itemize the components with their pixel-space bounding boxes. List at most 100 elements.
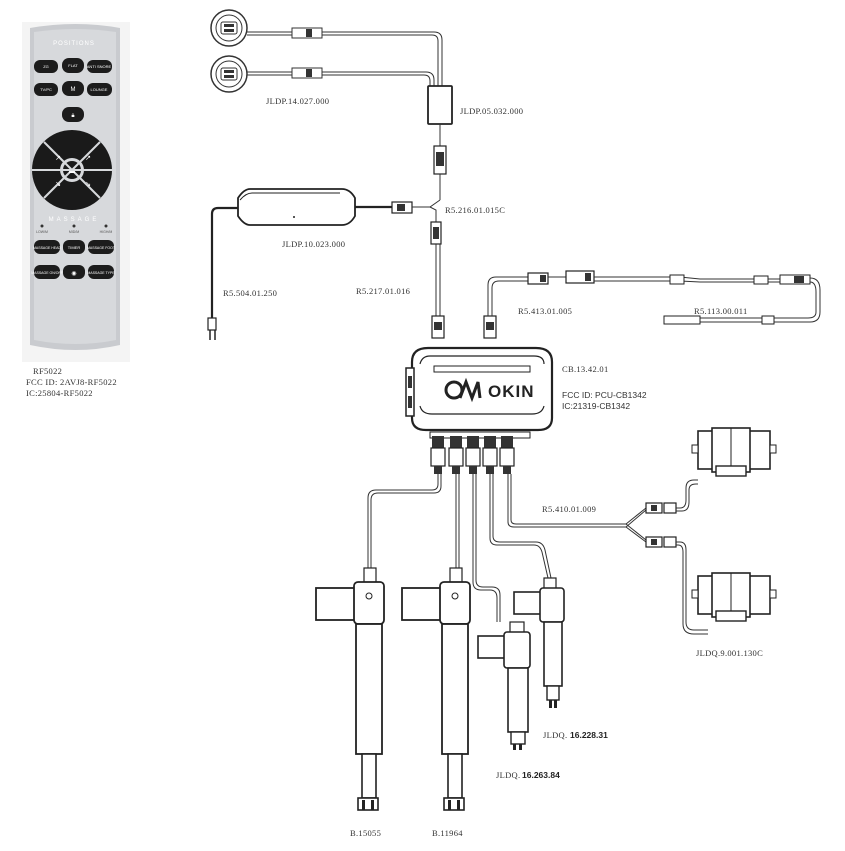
massage-lead-2 [676, 541, 708, 631]
remote-zero-g-button[interactable]: ZG [34, 60, 58, 73]
big-actuator-1 [315, 567, 385, 811]
control-box [405, 346, 554, 432]
remote-model-caption: RF5022 [33, 366, 62, 376]
massage-motor-top [691, 427, 777, 477]
usb-socket-top [210, 9, 248, 47]
flat-label: FLAT [68, 63, 78, 68]
power-supply-label: JLDP.10.023.000 [282, 239, 345, 249]
massage-motor-bottom [691, 572, 777, 622]
junction-part-label: JLDP.05.032.000 [460, 106, 523, 116]
head-down-icon: ↘ [55, 181, 61, 188]
massage-onoff-button[interactable]: MASSAGE ON/OFF [31, 265, 63, 279]
mid-led [72, 224, 76, 228]
ext-connector-1 [527, 272, 549, 285]
massage-bed-button[interactable]: ◉ [63, 265, 85, 279]
ext-end-2 [663, 315, 701, 325]
timer-button[interactable]: TIMER [63, 240, 85, 254]
main-cable-label: R5.217.01.016 [356, 286, 410, 296]
power-supply-unit [237, 188, 356, 226]
massage-type-button[interactable]: MASSAGE TYPE [87, 265, 115, 279]
massage-onoff-label: MASSAGE ON/OFF [31, 271, 63, 275]
flat-center-button[interactable]: ▬ [69, 169, 75, 175]
ext-cable-1 [487, 276, 528, 316]
foot-down-icon: ↘ [85, 181, 91, 188]
ext-cable-2 [594, 276, 780, 280]
actuator-a-label-suffix: 16.228.31 [570, 730, 608, 740]
head-up-icon: ↗ [55, 155, 61, 162]
okin-logo: OKIN [444, 377, 534, 403]
zero-g-label: ZG [43, 64, 49, 69]
splitter-label: R5.216.01.015C [445, 205, 505, 215]
ext-cable-2-label: R5.113.00.011 [694, 306, 748, 316]
usb-part-label: JLDP.14.027.000 [266, 96, 329, 106]
big-actuator-2-label: B.11964 [432, 828, 463, 838]
power-plug [207, 317, 217, 331]
high-led [104, 224, 108, 228]
remote-memory-button[interactable]: M [62, 81, 84, 96]
ext-loop [700, 277, 821, 323]
actuator-a-label-prefix: JLDQ. [543, 730, 567, 740]
anti-snore-label: ANTI SNORE [87, 64, 112, 69]
small-actuator-b [477, 621, 531, 750]
control-ic-label: IC:21319-CB1342 [562, 401, 630, 411]
remote-lounge-button[interactable]: LOUNGE [87, 83, 112, 96]
ext-cable-2b [594, 280, 780, 283]
cable-to-massage-1 [507, 474, 647, 528]
massage-lead-1 [676, 479, 698, 509]
cable-to-actuator-3b [475, 474, 501, 622]
cable-to-actuator-4 [489, 474, 549, 579]
timer-label: TIMER [68, 245, 81, 250]
low-led [40, 224, 44, 228]
ext-loop-b [700, 281, 817, 319]
remote-title: POSITIONS [53, 41, 95, 47]
cable-to-actuator-4b [492, 474, 552, 579]
low-label: LOW/M [36, 230, 48, 234]
massage-head-label: MASSAGE HEAD [33, 246, 61, 250]
foot-up-icon: ↗ [85, 155, 91, 162]
head-up-button[interactable]: ↗ [55, 155, 61, 162]
bed-massage-icon: ◉ [71, 271, 76, 277]
cable-to-actuator-1 [367, 474, 439, 568]
cable-to-actuator-1b [370, 474, 442, 568]
big-actuator-2 [401, 567, 471, 811]
ext-joint-2 [753, 275, 769, 285]
big-actuator-1-label: B.15055 [350, 828, 381, 838]
actuator-b-label-suffix: 16.263.84 [522, 770, 560, 780]
remote-direction-pad [32, 130, 112, 210]
control-bottom-ports [429, 431, 531, 474]
lock-icon: 🔒︎ [71, 113, 74, 119]
foot-up-button[interactable]: ↗ [85, 155, 91, 162]
remote-tv-pc-button[interactable]: TV/PC [34, 83, 58, 96]
ext-cable-1-label: R5.413.01.005 [518, 306, 572, 316]
ext-cable-1b [491, 280, 528, 316]
cable-to-massage-2 [625, 526, 647, 543]
bed-icon: ▬ [69, 169, 75, 175]
control-box-label: CB.13.42.01 [562, 364, 609, 374]
remote-flat-button[interactable]: FLAT [62, 58, 84, 73]
remote-fcc-caption: FCC ID: 2AVJ8-RF5022 [26, 377, 117, 387]
massage-foot-label: MASSAGE FOOT [87, 246, 116, 250]
tv-pc-label: TV/PC [40, 87, 52, 92]
usb-cable-1b [247, 34, 439, 88]
remote-anti-snore-button[interactable]: ANTI SNORE [87, 60, 112, 73]
massage-foot-button[interactable]: MASSAGE FOOT [87, 240, 116, 254]
head-down-button[interactable]: ↘ [55, 181, 61, 188]
actuator-b-label-prefix: JLDQ. [496, 770, 520, 780]
foot-down-button[interactable]: ↘ [85, 181, 91, 188]
splitter-link [412, 199, 441, 208]
cable-to-massage-1b [510, 474, 647, 525]
remote-light-button[interactable]: 🔒︎ [62, 107, 84, 122]
junction-box [427, 85, 453, 125]
mid-label: MID/M [69, 230, 79, 234]
control-fcc-label: FCC ID: PCU-CB1342 [562, 390, 647, 400]
usb-cable-2 [247, 71, 435, 88]
motor-cable-label: R5.410.01.009 [542, 504, 596, 514]
massage-lead-2b [676, 544, 708, 635]
power-cord [210, 206, 240, 318]
splitter-cable [429, 206, 437, 222]
lounge-label: LOUNGE [91, 87, 108, 92]
high-label: HIGH/M [100, 230, 113, 234]
massage-head-button[interactable]: MASSAGE HEAD [33, 240, 61, 254]
